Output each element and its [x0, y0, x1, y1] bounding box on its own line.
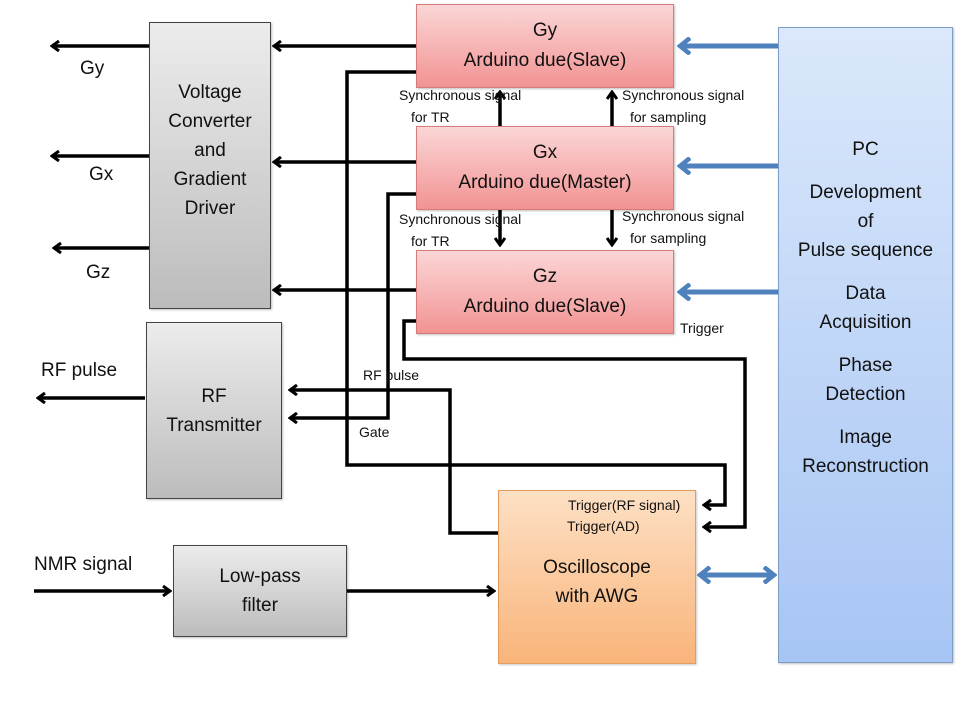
block-label: Driver: [184, 198, 236, 219]
block-label: Voltage: [178, 82, 242, 103]
block-label: with AWG: [555, 586, 639, 607]
block-label: and: [194, 140, 226, 161]
trigger-ad-label: Trigger(AD): [567, 518, 640, 534]
block-label: Converter: [168, 111, 252, 132]
pc-function-line: Pulse sequence: [797, 240, 934, 261]
block-label: Gz: [532, 266, 558, 287]
gy-arduino-block: Gy Arduino due(Slave): [416, 4, 674, 88]
oscilloscope-block: Oscilloscope with AWG: [498, 490, 696, 664]
block-label: Arduino due(Master): [458, 172, 632, 193]
block-label: Oscilloscope: [543, 557, 651, 578]
gate-label: Gate: [359, 424, 390, 440]
rf-pulse-output-label: RF pulse: [41, 360, 118, 381]
sync-sampling-label-top: Synchronous signal for sampling: [622, 87, 745, 125]
block-label: filter: [242, 595, 278, 616]
block-label: Arduino due(Slave): [463, 296, 627, 317]
pc-function-phase-detection: Phase Detection: [825, 351, 905, 409]
sync-tr-label-bottom: Synchronous signal for TR: [399, 211, 522, 249]
pc-function-line: Detection: [825, 384, 906, 405]
block-label: Transmitter: [166, 414, 262, 436]
gx-output-label: Gx: [89, 164, 114, 185]
rf-pulse-signal-label: RF pulse: [363, 367, 420, 383]
pc-function-line: Reconstruction: [802, 456, 929, 477]
sync-sampling-label-bottom: Synchronous signal for sampling: [622, 208, 745, 246]
pc-function-line: Acquisition: [819, 312, 912, 333]
block-label: Low-pass: [219, 566, 301, 587]
gy-output-label: Gy: [80, 58, 105, 79]
pc-function-pulse-sequence: Development of Pulse sequence: [798, 178, 933, 265]
pc-function-line: Data: [845, 283, 886, 304]
trigger-ad-wire: [402, 319, 747, 527]
pc-title: PC: [852, 139, 879, 160]
gz-output-label: Gz: [86, 262, 111, 283]
block-label: Gy: [532, 20, 558, 41]
pc-function-line: Development: [809, 182, 922, 203]
rf-transmitter-block: RF Transmitter: [146, 322, 282, 499]
pc-function-line: of: [857, 211, 874, 232]
pc-function-data-acquisition: Data Acquisition: [820, 279, 912, 337]
pc-function-line: Phase: [838, 355, 893, 376]
block-label: Arduino due(Slave): [463, 50, 627, 71]
nmr-signal-label: NMR signal: [34, 554, 133, 575]
trigger-label: Trigger: [680, 320, 724, 336]
gate-wire: [290, 192, 416, 418]
pc-function-image-reconstruction: Image Reconstruction: [802, 423, 929, 481]
rf-pulse-wire: [290, 390, 498, 535]
block-label: Gradient: [173, 169, 247, 190]
block-label: Gx: [532, 142, 558, 163]
voltage-converter-block: Voltage Converter and Gradient Driver: [149, 22, 271, 309]
trigger-rf-signal-label: Trigger(RF signal): [568, 497, 681, 513]
gz-arduino-block: Gz Arduino due(Slave): [416, 250, 674, 334]
pc-block: PC Development of Pulse sequence Data Ac…: [778, 27, 953, 663]
low-pass-filter-block: Low-pass filter: [173, 545, 347, 637]
gx-arduino-block: Gx Arduino due(Master): [416, 126, 674, 210]
block-label: RF: [201, 385, 227, 407]
sync-tr-label-top: Synchronous signal for TR: [399, 87, 522, 125]
pc-function-line: Image: [839, 427, 892, 448]
trigger-rf-wire: [345, 70, 727, 505]
